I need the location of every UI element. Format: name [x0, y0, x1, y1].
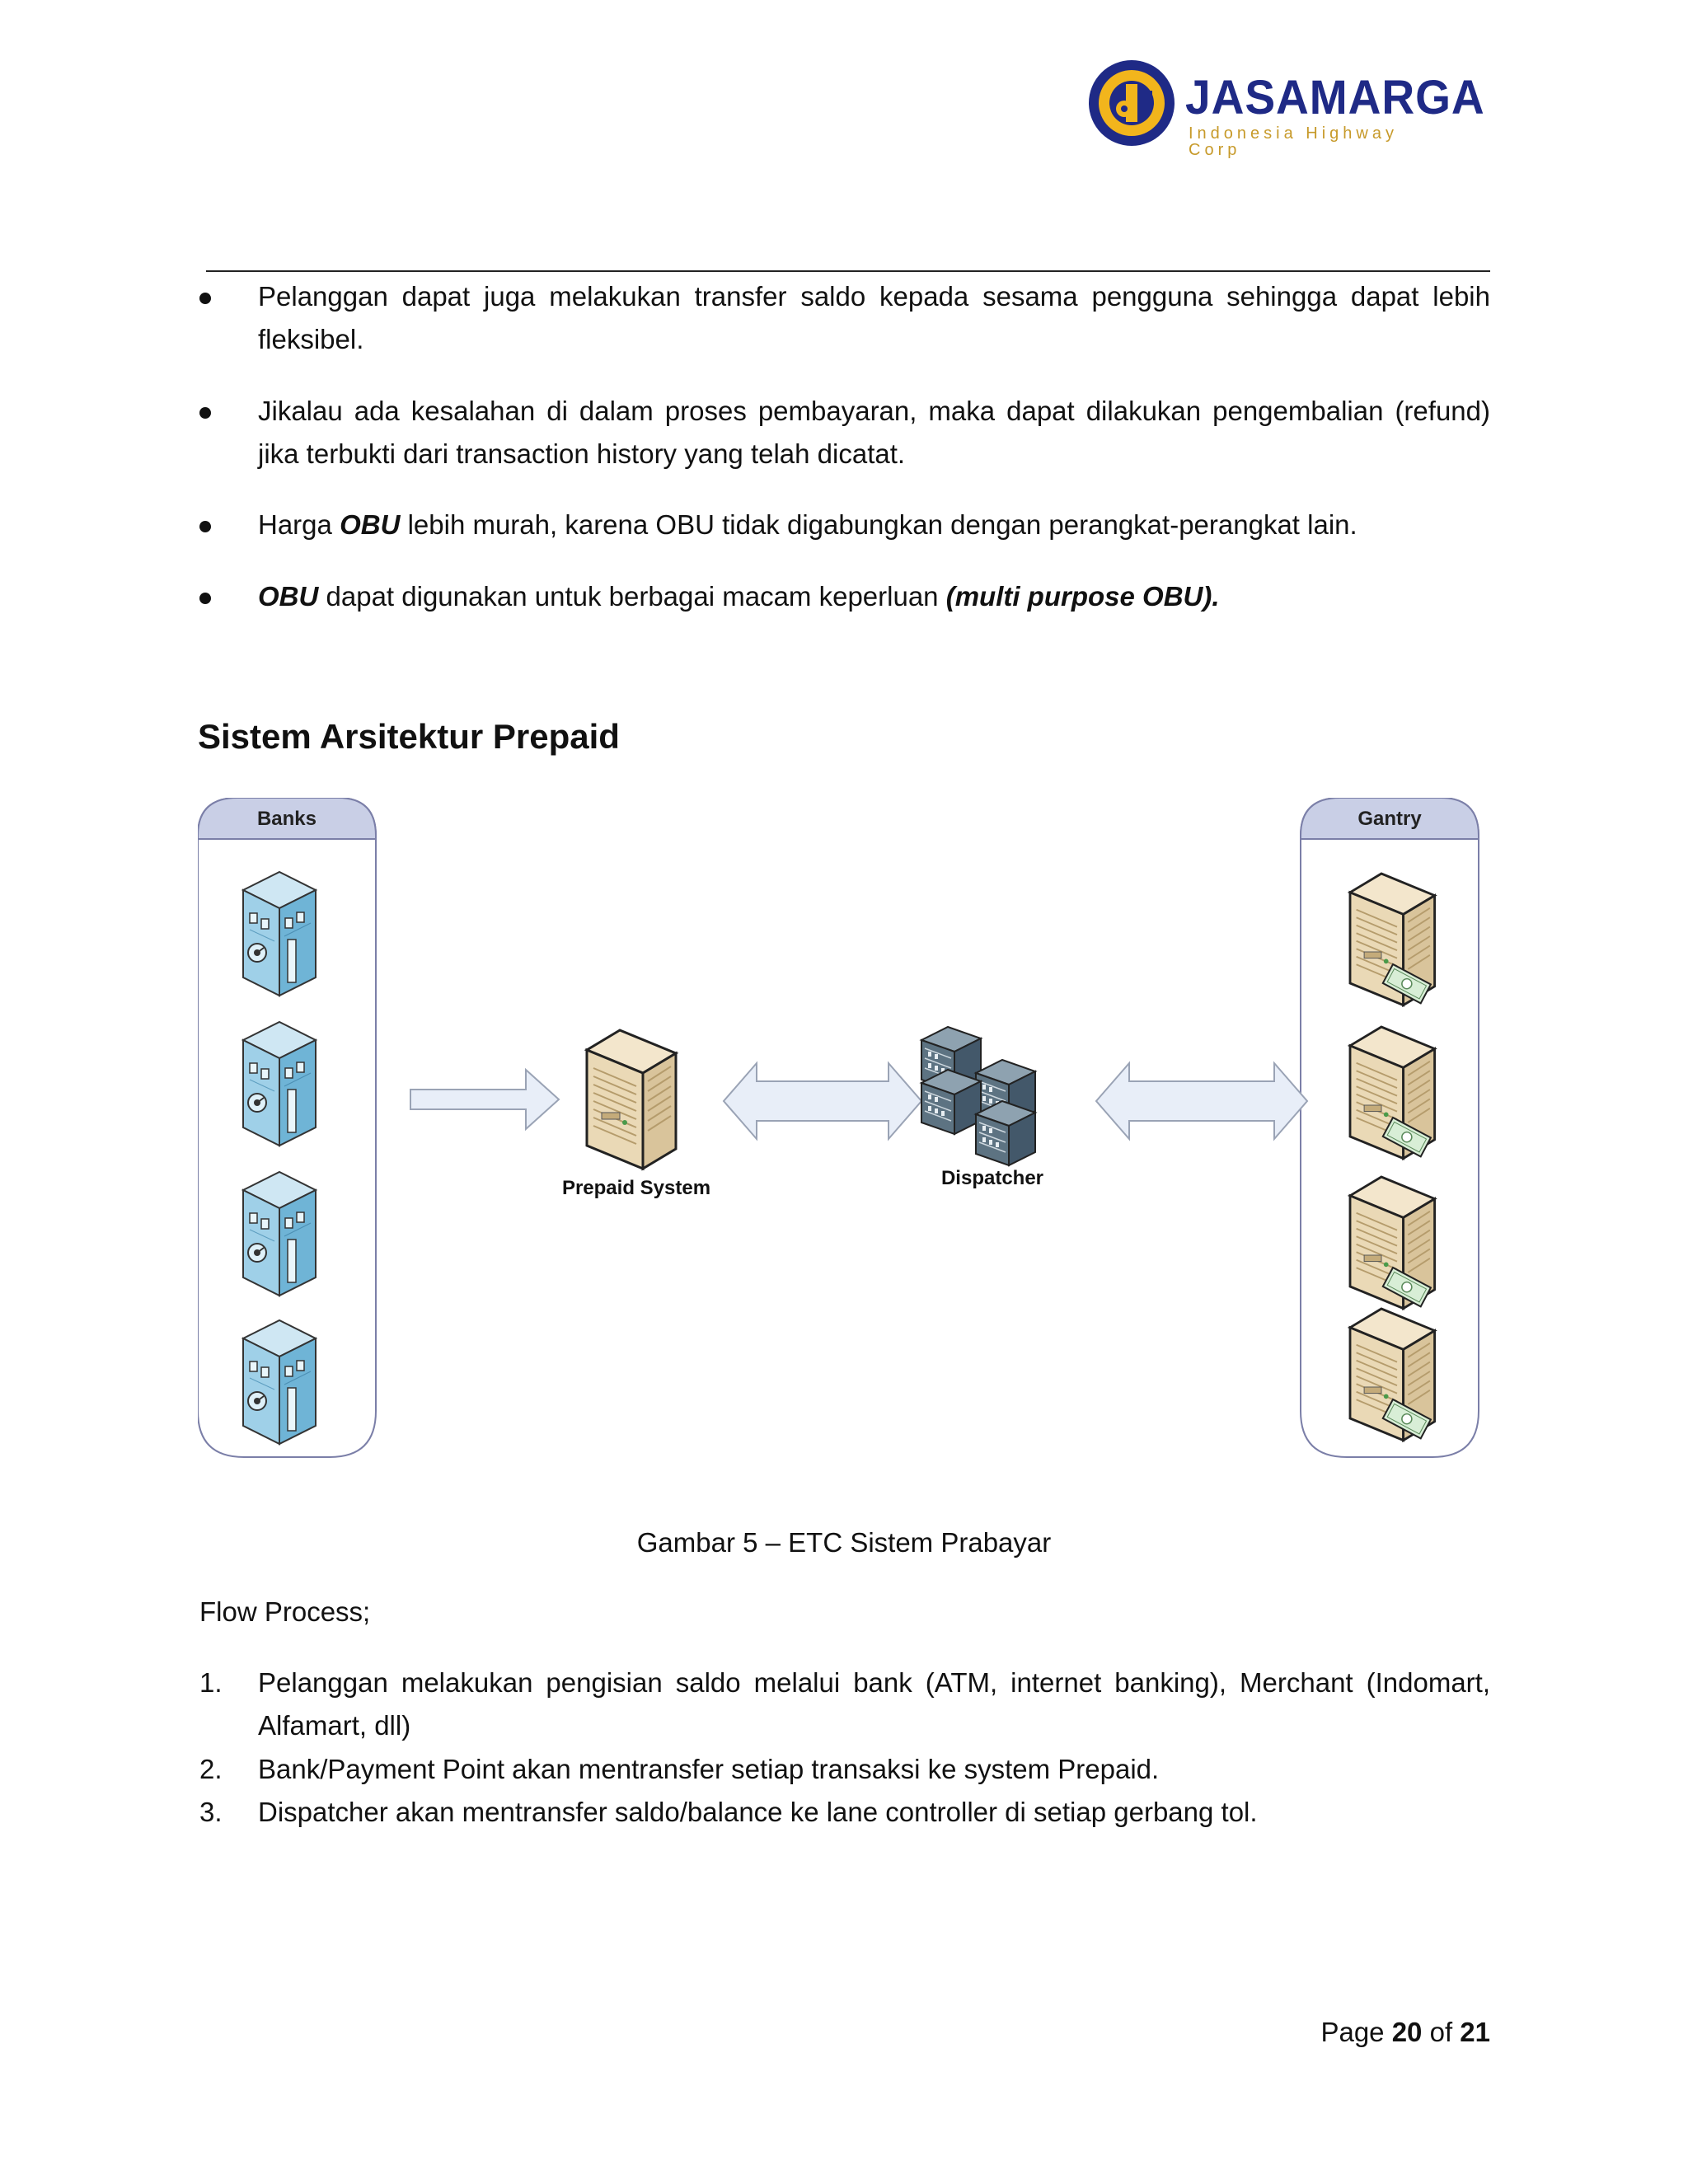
banks-label: Banks [256, 808, 317, 830]
item-number: 3. [199, 1797, 223, 1827]
bullet-dot-icon [199, 407, 211, 419]
double-arrow-icon [1095, 1061, 1309, 1141]
bullet-text-part: dapat digunakan untuk berbagai macam kep… [318, 581, 946, 612]
current-page: 20 [1391, 2017, 1423, 2047]
double-arrow-icon [722, 1061, 923, 1141]
bank-building-icon [242, 1319, 316, 1445]
bank-building-icon [242, 871, 316, 996]
bullet-text: Harga OBU lebih murah, karena OBU tidak … [258, 504, 1490, 546]
architecture-diagram: Banks Gantry Prepaid System Dispatcher [198, 798, 1492, 1467]
flow-title: Flow Process; [199, 1596, 371, 1627]
bullet-dot-icon [199, 293, 211, 304]
bullet-text: Pelanggan dapat juga melakukan transfer … [258, 281, 1490, 354]
logo-tagline: Indonesia Highway Corp [1189, 124, 1398, 159]
item-text: Dispatcher akan mentransfer saldo/balanc… [258, 1797, 1258, 1827]
bullet-text-part: Harga [258, 509, 340, 540]
item-text: Pelanggan melakukan pengisian saldo mela… [258, 1667, 1490, 1741]
toll-server-icon [1350, 1309, 1435, 1441]
rack-server-icon [921, 1026, 1036, 1166]
item-number: 1. [199, 1667, 223, 1698]
company-logo: JASAMARGA Indonesia Highway Corp [1086, 58, 1484, 158]
bullet-text-part: lebih murah, karena OBU tidak digabungka… [400, 509, 1357, 540]
architecture-diagram-graphic [198, 798, 1479, 1458]
dispatcher-label: Dispatcher [940, 1167, 1044, 1189]
bullet-text: OBU dapat digunakan untuk berbagai macam… [258, 575, 1490, 618]
prepaid-system-label: Prepaid System [561, 1177, 711, 1199]
logo-wordmark: JASAMARGA [1185, 71, 1485, 124]
bullet-dot-icon [199, 593, 211, 604]
bank-building-icon [242, 1021, 316, 1146]
section-heading: Sistem Arsitektur Prepaid [198, 717, 620, 756]
header-rule [206, 270, 1490, 272]
jasamarga-logo-icon [1089, 60, 1175, 146]
bullet-text: Jikalau ada kesalahan di dalam proses pe… [258, 396, 1490, 469]
figure-caption: Gambar 5 – ETC Sistem Prabayar [636, 1527, 1052, 1558]
page-number: Page 20 of 21 [1320, 2011, 1490, 2054]
bullet-emphasis: (multi purpose OBU). [945, 581, 1220, 612]
toll-server-icon [1350, 1027, 1435, 1159]
total-pages: 21 [1460, 2017, 1490, 2047]
bank-building-icon [242, 1171, 316, 1296]
bullet-dot-icon [199, 521, 211, 532]
item-text: Bank/Payment Point akan mentransfer seti… [258, 1754, 1160, 1784]
page-of-label: of [1422, 2017, 1461, 2047]
toll-server-icon [1350, 1177, 1435, 1309]
server-tower-icon [585, 1029, 678, 1170]
gantry-label: Gantry [1357, 808, 1422, 830]
item-number: 2. [199, 1754, 223, 1784]
bullet-emphasis: OBU [340, 509, 401, 540]
toll-server-icon [1350, 874, 1435, 1005]
page-label: Page [1320, 2017, 1392, 2047]
bullet-emphasis: OBU [258, 581, 319, 612]
arrow-right-icon [410, 1067, 560, 1132]
